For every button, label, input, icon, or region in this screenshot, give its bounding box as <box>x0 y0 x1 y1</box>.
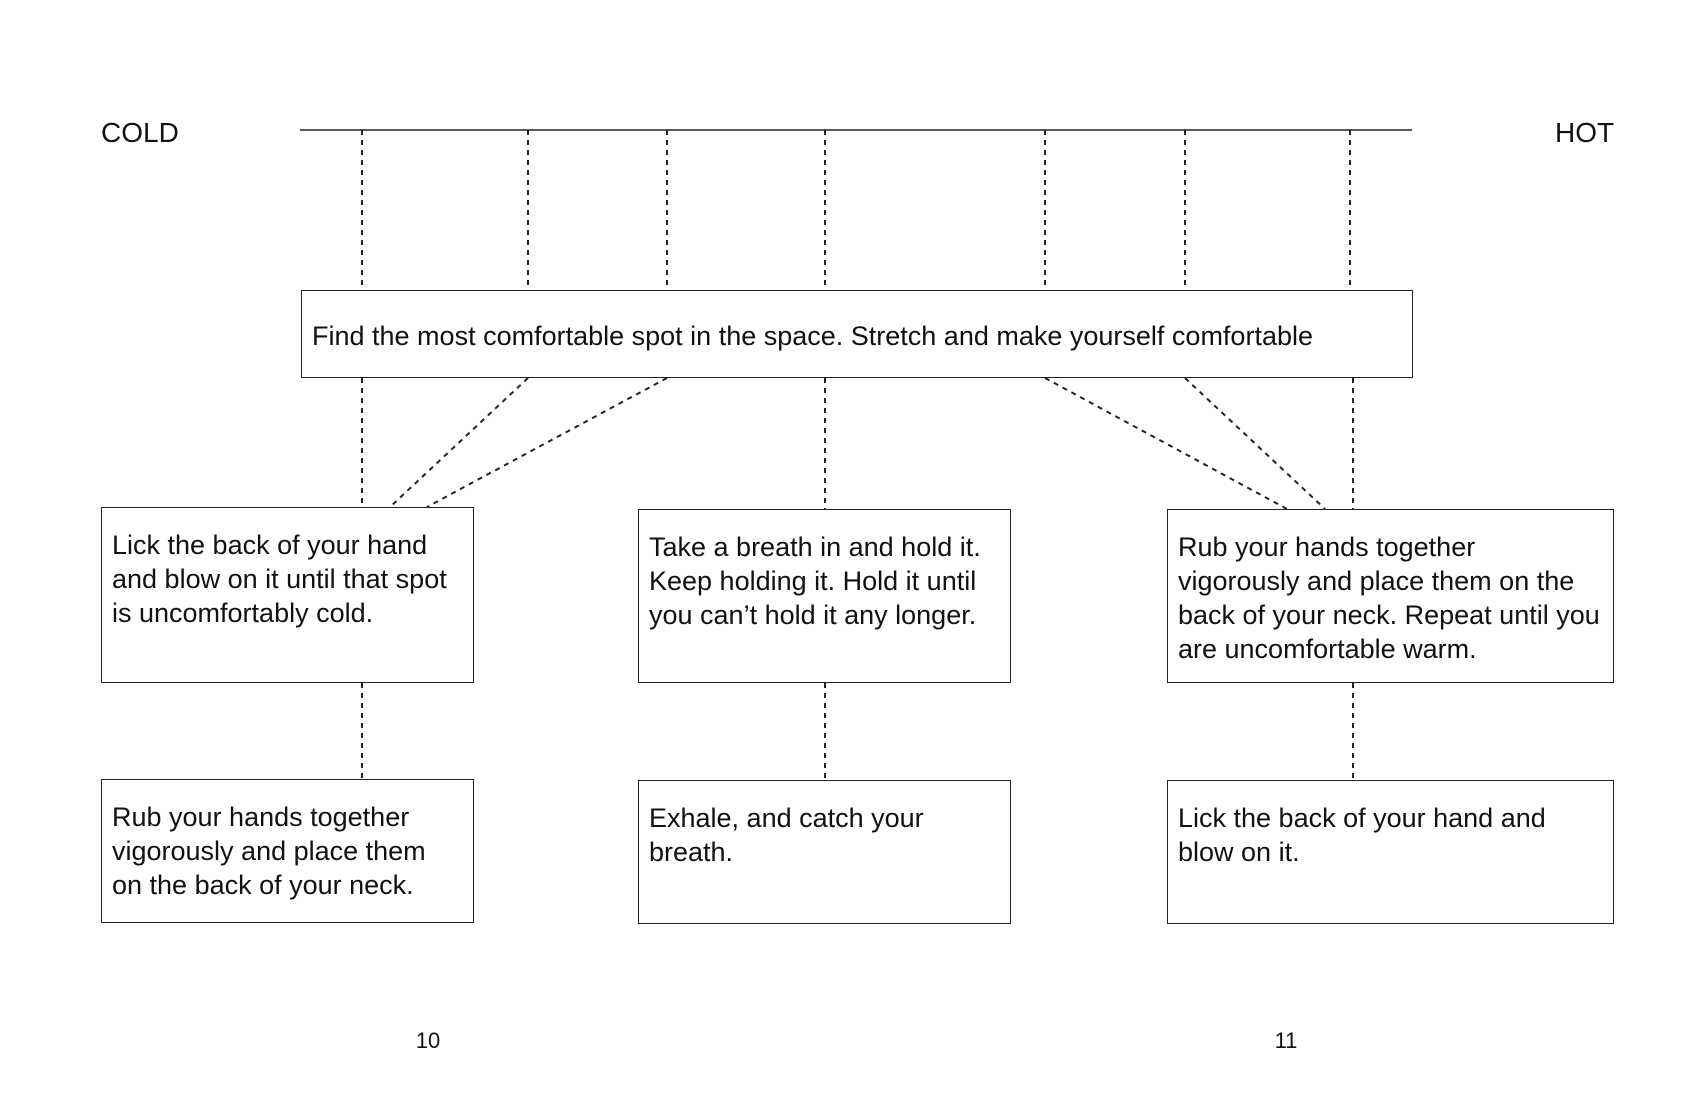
middle-step-2-box: Exhale, and catch your breath. <box>638 780 1011 924</box>
cold-label: COLD <box>101 117 179 148</box>
middle-step-1-box: Take a breath in and hold it. Keep holdi… <box>638 509 1011 683</box>
page-number-right: 11 <box>1274 1028 1298 1053</box>
hot-step-2-box: Lick the back of your hand and blow on i… <box>1167 780 1614 924</box>
hot-step-1-box: Rub your hands together vigorously and p… <box>1167 509 1614 683</box>
hot-connector <box>1184 377 1326 510</box>
start-instruction-box: Find the most comfortable spot in the sp… <box>301 290 1413 378</box>
page-number-left: 10 <box>415 1028 441 1053</box>
cold-step-2-box: Rub your hands together vigorously and p… <box>101 779 474 923</box>
cold-step-1-box: Lick the back of your hand and blow on i… <box>101 507 474 683</box>
hot-label: HOT <box>1555 117 1615 148</box>
hot-connector <box>1044 377 1288 510</box>
cold-connector <box>389 377 529 508</box>
cold-connector <box>426 377 668 508</box>
